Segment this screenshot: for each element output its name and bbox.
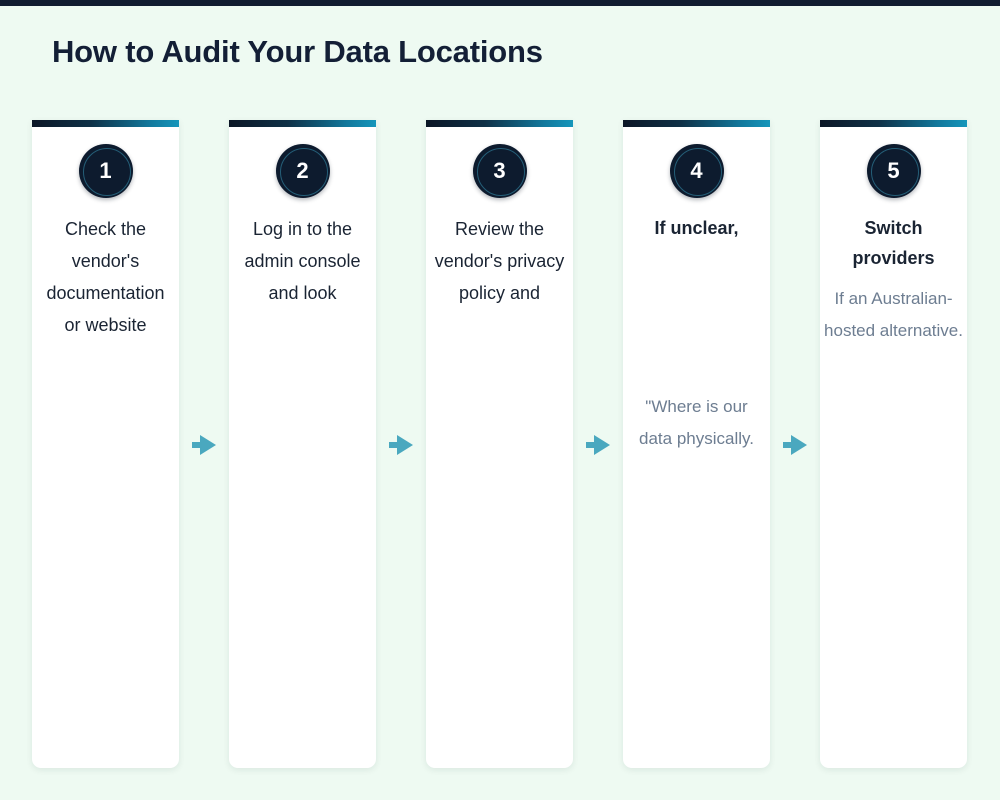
arrow-shaft [389, 442, 402, 448]
arrow-right-icon [783, 435, 807, 455]
step-heading: Check the vendor's documentation or webs… [46, 219, 165, 335]
card-accent-bar [623, 120, 770, 127]
arrow-shaft [192, 442, 205, 448]
arrow-head [200, 435, 216, 455]
step-body-text: If an Australian-hosted alternative. [824, 289, 963, 340]
step-heading: If unclear, [654, 218, 739, 238]
step-number-badge: 4 [669, 144, 724, 198]
step-number-badge: 1 [78, 144, 133, 198]
step-number-label: 4 [690, 158, 703, 183]
card-accent-bar [426, 120, 573, 127]
card-content: 4 If unclear, "Where is our data physicall… [623, 127, 770, 768]
step-number-badge: 3 [472, 144, 527, 198]
arrow-shaft [586, 442, 599, 448]
step-number-badge: 2 [275, 144, 330, 198]
step-card-4[interactable]: 4 If unclear, "Where is our data physicall… [623, 120, 770, 768]
step-heading: Review the vendor's privacy policy and [434, 219, 565, 303]
page-title: How to Audit Your Data Locations [52, 34, 543, 69]
arrow-right-icon [192, 435, 216, 455]
card-accent-bar [820, 120, 967, 127]
step-heading: Switch providers [852, 218, 935, 268]
step-number-label: 3 [493, 158, 506, 183]
arrow-head [791, 435, 807, 455]
top-accent-bar [0, 0, 1000, 6]
card-accent-bar [229, 120, 376, 127]
step-number-label: 1 [99, 158, 112, 183]
arrow-head [397, 435, 413, 455]
step-heading: Log in to the admin console and look [244, 219, 361, 303]
step-number-label: 5 [887, 158, 900, 183]
arrow-right-icon [586, 435, 610, 455]
arrow-shaft [783, 442, 796, 448]
step-number-label: 2 [296, 158, 309, 183]
step-body-text: "Where is our data physically. [639, 397, 754, 448]
step-number-badge: 5 [866, 144, 921, 198]
card-accent-bar [32, 120, 179, 127]
arrow-right-icon [389, 435, 413, 455]
arrow-head [594, 435, 610, 455]
